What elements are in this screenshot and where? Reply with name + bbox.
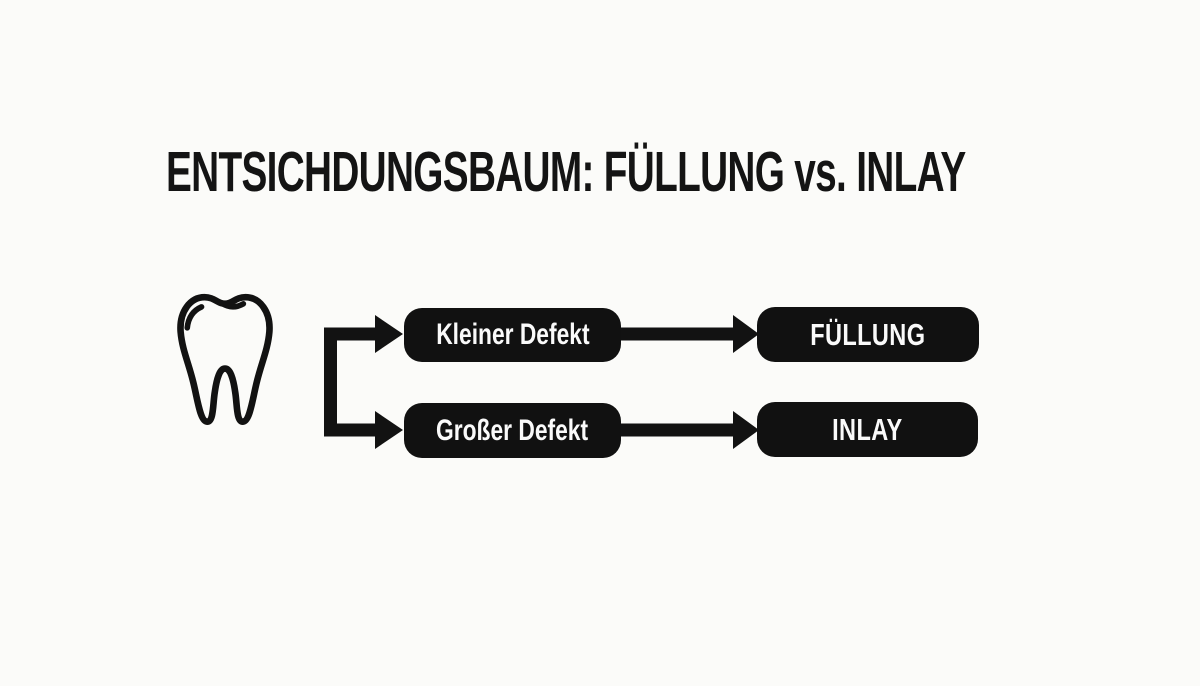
- tooth-outline: [177, 293, 273, 425]
- tooth-icon: [174, 290, 276, 438]
- node-grosser-defekt-label: Großer Defekt: [436, 413, 589, 447]
- node-kleiner-defekt-label: Kleiner Defekt: [435, 318, 590, 351]
- node-grosser-defekt: Großer Defekt: [404, 403, 621, 458]
- branch-connectors: [324, 315, 759, 449]
- node-inlay-label: INLAY: [832, 411, 903, 447]
- bracket-vertical-line: [324, 327, 337, 437]
- node-kleiner-defekt: Kleiner Defekt: [404, 308, 621, 362]
- page-title: ENTSICHDUNGSBAUM: FÜLLUNG vs. INLAY: [166, 140, 966, 204]
- tooth-highlight-arc: [184, 304, 205, 331]
- branch-bottom-arrowhead-icon: [375, 411, 403, 449]
- arrow-kleiner-to-fuellung-head-icon: [733, 315, 759, 353]
- arrow-kleiner-to-fuellung-line: [615, 327, 735, 341]
- node-fuellung-label: FÜLLUNG: [810, 316, 926, 352]
- branch-top-arrowhead-icon: [375, 315, 403, 353]
- node-fuellung: FÜLLUNG: [757, 307, 979, 362]
- arrow-grosser-to-inlay-head-icon: [733, 411, 759, 449]
- node-inlay: INLAY: [757, 402, 978, 457]
- branch-top-line: [335, 327, 377, 341]
- arrow-grosser-to-inlay-line: [615, 423, 735, 437]
- branch-bottom-line: [335, 423, 377, 437]
- tooth-fissure-line: [219, 300, 247, 310]
